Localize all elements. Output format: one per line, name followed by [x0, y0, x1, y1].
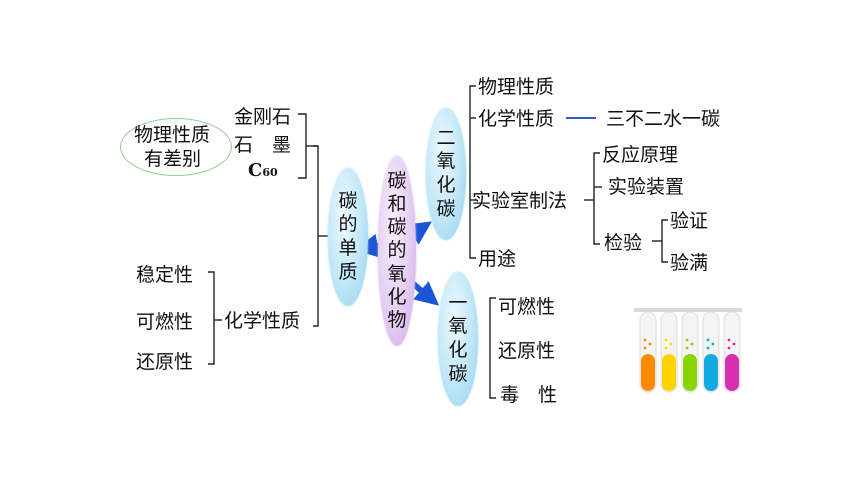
test-tube-bubble: [664, 346, 668, 350]
test-tube-bubble: [685, 338, 689, 342]
physical-property-oval: [120, 118, 232, 176]
co2-title: 二氧化碳: [426, 108, 466, 240]
test-tube-bubble: [706, 338, 710, 342]
form-c60: C60: [248, 160, 278, 181]
center-title-char: 物: [387, 308, 407, 331]
center-title-char: 和: [387, 193, 407, 216]
test-tube-liquid: [725, 354, 739, 391]
test-tube-liquid: [704, 354, 718, 391]
test-full: 验满: [670, 252, 709, 274]
center-node: [378, 156, 416, 346]
test-tube-bubble: [727, 346, 731, 350]
test-verify: 验证: [670, 210, 709, 232]
co2-uses: 用途: [478, 248, 517, 270]
simple-title-char: 单: [338, 237, 358, 259]
co-title-char: 一: [448, 291, 468, 314]
co-combustible: 可燃性: [498, 296, 556, 318]
test-tube-bubble: [643, 338, 647, 342]
simple-title-char: 质: [338, 260, 358, 283]
simple-title-char: 碳: [338, 189, 358, 212]
co2-physical: 物理性质: [478, 76, 555, 98]
test-tube-bubble: [669, 342, 673, 346]
lab-apparatus: 实验装置: [608, 176, 685, 198]
test-tube-liquid: [641, 354, 655, 391]
test-tube-bubble: [685, 346, 689, 350]
test-tube-bubble: [732, 342, 736, 346]
test-tube-bubble: [706, 346, 710, 350]
center-title-char: 的: [387, 239, 407, 262]
form-diamond: 金刚石: [234, 106, 292, 128]
co-title: 一氧化碳: [438, 272, 478, 406]
test-tube-bubble: [727, 338, 731, 342]
test-tube-bubble: [643, 346, 647, 350]
co2-node: [426, 108, 466, 240]
simple-substance-title: 碳的单质: [328, 168, 368, 306]
test-tube-bubble: [648, 342, 652, 346]
test-tube-bubble: [690, 342, 694, 346]
center-title-char: 氧: [387, 262, 407, 285]
co2-lab-method: 实验室制法: [472, 190, 568, 212]
test-tube-liquid: [683, 354, 697, 391]
center-title-char: 碳: [387, 169, 407, 192]
prop-stability: 稳定性: [136, 264, 194, 286]
co2-chem-note: 三不二水一碳: [606, 108, 721, 130]
test-tube-bubble: [711, 342, 715, 346]
co-title-char: 碳: [448, 362, 468, 385]
co2-title-char: 化: [436, 174, 456, 196]
co-reducing: 还原性: [498, 340, 556, 362]
co2-title-char: 碳: [436, 197, 456, 220]
test-tube-bubble: [664, 338, 668, 342]
co2-title-char: 二: [436, 126, 456, 149]
simple-substance-node: [328, 168, 368, 306]
center-title-char: 碳: [387, 216, 407, 239]
lab-test: 检验: [604, 232, 643, 254]
co-node: [438, 272, 478, 406]
simple-chem-label: 化学性质: [224, 310, 301, 332]
prop-combustible: 可燃性: [136, 311, 194, 333]
phys-line-2: 有差别: [144, 148, 202, 170]
test-tube-rack-icon: [634, 308, 742, 393]
simple-title-char: 的: [338, 213, 358, 236]
center-title-char: 化: [387, 285, 407, 308]
co-title-char: 化: [448, 339, 468, 361]
co-toxic: 毒 性: [500, 384, 558, 406]
prop-reducing: 还原性: [136, 351, 194, 373]
test-tube-liquid: [662, 354, 676, 391]
phys-line-1: 物理性质: [134, 124, 211, 146]
form-graphite: 石 墨: [234, 134, 292, 156]
lab-principle: 反应原理: [602, 144, 679, 166]
co2-title-char: 氧: [436, 150, 456, 173]
co2-chemical: 化学性质: [478, 108, 555, 130]
co-title-char: 氧: [448, 315, 468, 338]
center-title: 碳和碳的氧化物: [378, 156, 416, 346]
